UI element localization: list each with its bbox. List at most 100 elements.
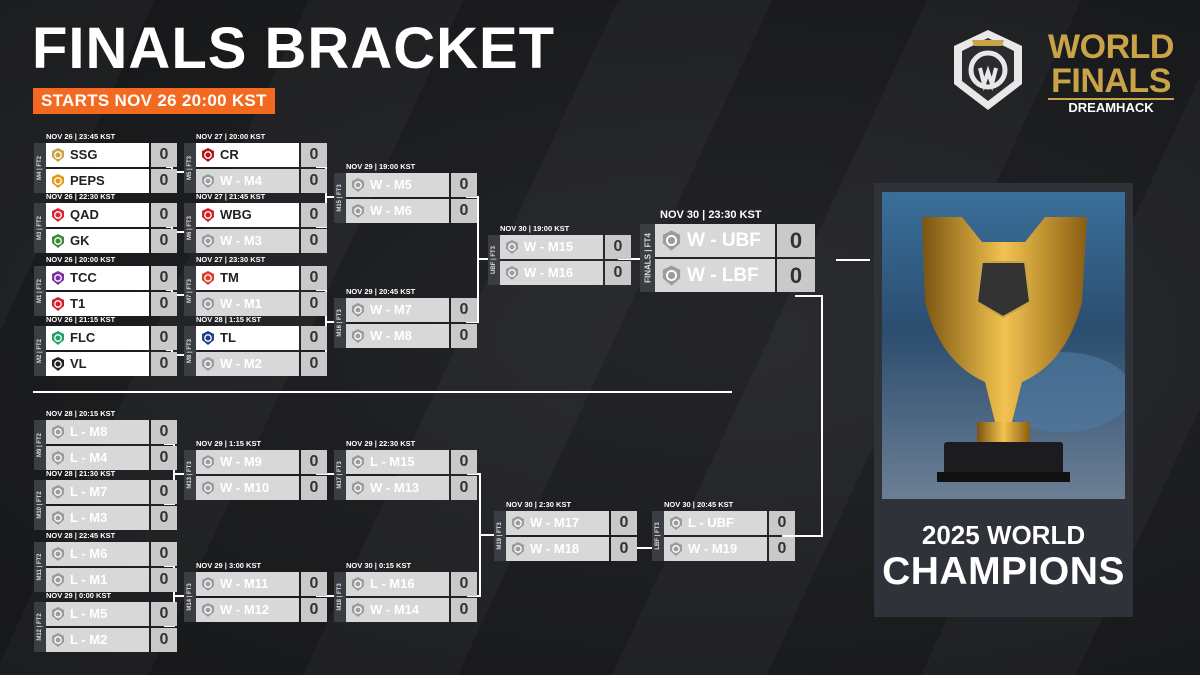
placeholder-shield-icon xyxy=(50,606,66,622)
match-label: UBF | FT3 xyxy=(488,235,500,285)
placeholder-shield-icon xyxy=(350,480,366,496)
match-label: M8 | FT3 xyxy=(184,326,196,376)
team-score: 0 xyxy=(151,602,177,626)
team-score: 0 xyxy=(301,229,327,253)
match-time: NOV 26 | 23:45 KST xyxy=(46,132,116,141)
team-name: WBG xyxy=(196,203,299,227)
team-score: 0 xyxy=(151,480,177,504)
placeholder-shield-icon xyxy=(200,480,216,496)
match-label: LBF | FT3 xyxy=(652,511,664,561)
team-score: 0 xyxy=(151,352,177,376)
match-time: NOV 29 | 20:45 KST xyxy=(346,287,416,296)
team-logo-icon xyxy=(200,330,216,346)
team-name: W - M11 xyxy=(196,572,299,596)
team-logo-icon xyxy=(50,147,66,163)
match-time: NOV 29 | 19:00 KST xyxy=(346,162,416,171)
match-time: NOV 28 | 20:15 KST xyxy=(46,409,116,418)
team-score: 0 xyxy=(151,568,177,592)
match-label: M19 | FT3 xyxy=(494,511,506,561)
team-name: W - M17 xyxy=(506,511,609,535)
team-score: 0 xyxy=(451,572,477,596)
match-label: M16 | FT3 xyxy=(334,298,346,348)
match-time: NOV 27 | 21:45 KST xyxy=(196,192,266,201)
team-name: L - M6 xyxy=(46,542,149,566)
match-label: M17 | FT3 xyxy=(334,450,346,500)
match-time: NOV 29 | 0:00 KST xyxy=(46,591,112,600)
match-label: M11 | FT2 xyxy=(34,542,46,592)
placeholder-shield-icon xyxy=(200,602,216,618)
trophy-icon xyxy=(922,217,1125,482)
team-name: L - M1 xyxy=(46,568,149,592)
team-name: W - M1 xyxy=(196,292,299,316)
match-time: NOV 26 | 20:00 KST xyxy=(46,255,116,264)
match-time: NOV 27 | 23:30 KST xyxy=(196,255,266,264)
team-name: FLC xyxy=(46,326,149,350)
match-label: M12 | FT2 xyxy=(34,602,46,652)
team-score: 0 xyxy=(451,476,477,500)
team-score: 0 xyxy=(301,292,327,316)
placeholder-shield-icon xyxy=(350,177,366,193)
placeholder-shield-icon xyxy=(504,265,520,281)
team-score: 0 xyxy=(301,326,327,350)
placeholder-shield-icon xyxy=(50,632,66,648)
team-logo-icon xyxy=(50,207,66,223)
team-score: 0 xyxy=(451,199,477,223)
team-score: 0 xyxy=(301,476,327,500)
team-score: 0 xyxy=(451,173,477,197)
match-label: M14 | FT3 xyxy=(184,572,196,622)
match-time: NOV 29 | 22:30 KST xyxy=(346,439,416,448)
team-score: 0 xyxy=(151,326,177,350)
team-name: W - M19 xyxy=(664,537,767,561)
team-name: L - M3 xyxy=(46,506,149,530)
team-logo-icon xyxy=(50,173,66,189)
champions-title-line2: CHAMPIONS xyxy=(882,550,1125,593)
placeholder-shield-icon xyxy=(50,546,66,562)
team-name: W - M18 xyxy=(506,537,609,561)
team-score: 0 xyxy=(451,450,477,474)
